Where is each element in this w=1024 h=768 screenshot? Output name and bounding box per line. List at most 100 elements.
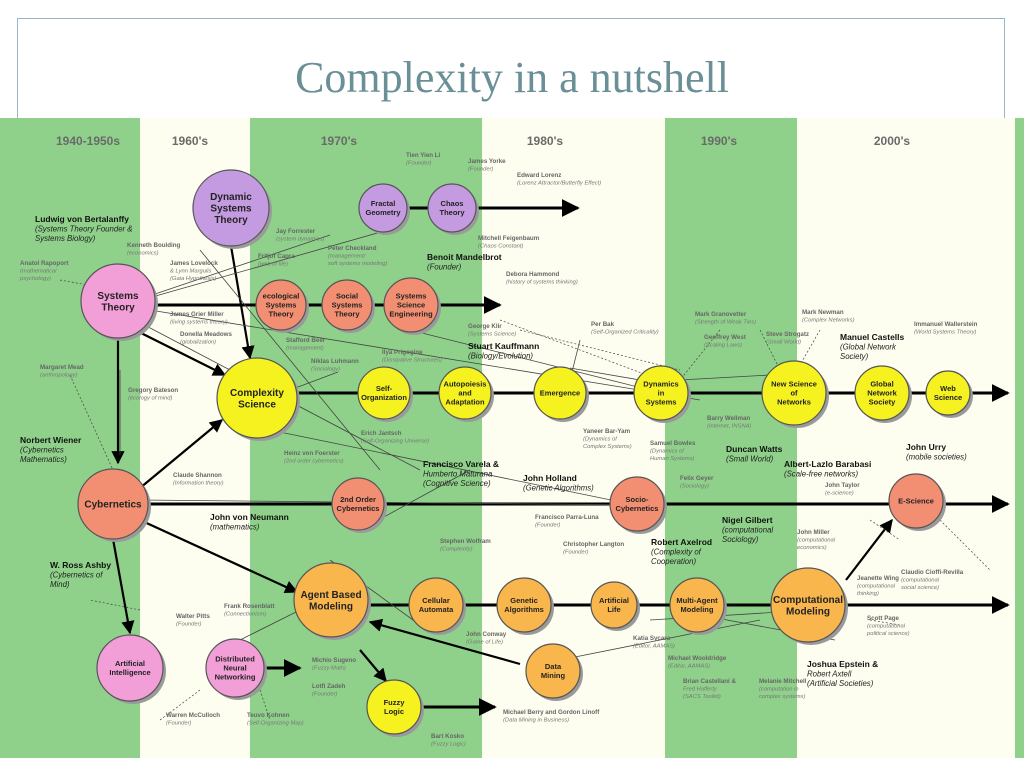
- person-name: W. Ross Ashby: [50, 560, 111, 570]
- node-label: Systems: [646, 398, 677, 407]
- person-note: Mind): [50, 580, 70, 589]
- person-note: (mathematics): [210, 523, 260, 532]
- connector-line: [409, 329, 651, 391]
- person-name: Claude Shannon: [173, 472, 222, 479]
- node-circle: [321, 279, 373, 331]
- person-annotation: Stuart Kauffmann(Biology/Evolution): [468, 341, 539, 361]
- period-band-6: [1015, 118, 1024, 758]
- person-annotation: Warren McCulloch (Founder): [166, 712, 220, 727]
- connector-line: [559, 619, 761, 661]
- node-label: Modeling: [681, 605, 714, 614]
- person-annotation: Steve Strogatz(Small World): [766, 331, 809, 346]
- person-note: (Self-Organizing Map): [247, 721, 304, 727]
- node-circle: [80, 263, 156, 339]
- period-band-4: [665, 118, 797, 758]
- connector-line: [269, 429, 651, 509]
- node-label: Web: [940, 384, 956, 393]
- person-note: (Internet, INSNA): [707, 424, 752, 430]
- person-annotation: James Lovelock& Lynn Margulis(Gaia Hypot…: [170, 260, 218, 282]
- influence-arrow: [139, 519, 299, 594]
- person-note: (Founder): [166, 721, 192, 727]
- node-circle: [533, 366, 587, 420]
- person-name: Felix Geyer: [680, 475, 714, 482]
- person-annotation: Duncan Watts(Small World): [726, 444, 783, 464]
- node-selforg[interactable]: Self-Organization: [357, 366, 413, 422]
- node-esci[interactable]: E-Science: [888, 473, 946, 531]
- connector-line: [569, 367, 641, 381]
- person-annotation: James Yorke(Founder): [468, 158, 506, 173]
- node-label: ecological: [263, 292, 300, 301]
- node-label: Logic: [384, 707, 404, 716]
- person-note: Complex Systems): [583, 444, 632, 450]
- node-label: New Science: [771, 380, 817, 389]
- person-name: Warren McCulloch: [166, 712, 220, 719]
- person-name: Per Bak: [591, 321, 615, 328]
- person-annotation: Mark Granovetter(Strength of Weak Ties): [695, 311, 756, 326]
- person-name: Francisco Parra-Luna: [535, 514, 599, 521]
- person-note: (Chaos Constant): [478, 244, 523, 250]
- person-note: (Biology/Evolution): [468, 352, 533, 361]
- person-annotation: Geoffrey West(Scaling Laws): [704, 334, 746, 349]
- node-cyb[interactable]: Cybernetics: [77, 468, 151, 542]
- person-annotation: Bart Kosko(Fuzzy Logic): [431, 733, 466, 748]
- node-label: 2nd Order: [340, 495, 376, 504]
- person-annotation: Ludwig von Bertalanffy(Systems Theory Fo…: [35, 214, 133, 243]
- dotted-connector: [159, 689, 201, 721]
- person-annotation: Mitchell Feigenbaum(Chaos Constant): [478, 235, 540, 250]
- person-note: (computational: [867, 624, 906, 630]
- dotted-connector: [59, 279, 116, 291]
- dotted-connector: [499, 319, 661, 381]
- dotted-connector: [89, 599, 141, 611]
- person-name: Ludwig von Bertalanffy: [35, 214, 129, 224]
- person-note: (Global Network: [840, 343, 897, 352]
- person-name: Michio Sugeno: [312, 657, 356, 664]
- node-emerg[interactable]: Emergence: [533, 366, 589, 422]
- person-name: Joshua Epstein &: [807, 659, 878, 669]
- person-annotation: Per Bak(Self-Organized Criticality): [591, 321, 659, 336]
- person-note: (Founder): [563, 550, 589, 556]
- person-note: & Lynn Margulis: [170, 269, 212, 275]
- person-name: Jeanette Wing: [857, 575, 899, 582]
- person-annotation: Peter Checkland(management/soft systems …: [328, 245, 387, 267]
- person-note: (Cybernetics of: [50, 571, 103, 580]
- node-label: Algorithms: [504, 605, 544, 614]
- person-note: (anthropology): [40, 373, 77, 379]
- node-label: Autopoiesis: [444, 380, 487, 389]
- person-name: Norbert Wiener: [20, 435, 82, 445]
- person-name: Gregory Bateson: [128, 387, 178, 394]
- person-name: Frank Rosenblatt: [224, 603, 275, 610]
- node-circle: [770, 567, 846, 643]
- node-label: Socio-: [626, 495, 649, 504]
- node-socio[interactable]: Socio-Cybernetics: [609, 476, 667, 534]
- period-label: 1940-1950s: [56, 134, 120, 148]
- person-note: (SACS Toolkit): [683, 694, 721, 700]
- node-label: Science: [238, 399, 276, 410]
- person-note: (Founder): [427, 263, 462, 272]
